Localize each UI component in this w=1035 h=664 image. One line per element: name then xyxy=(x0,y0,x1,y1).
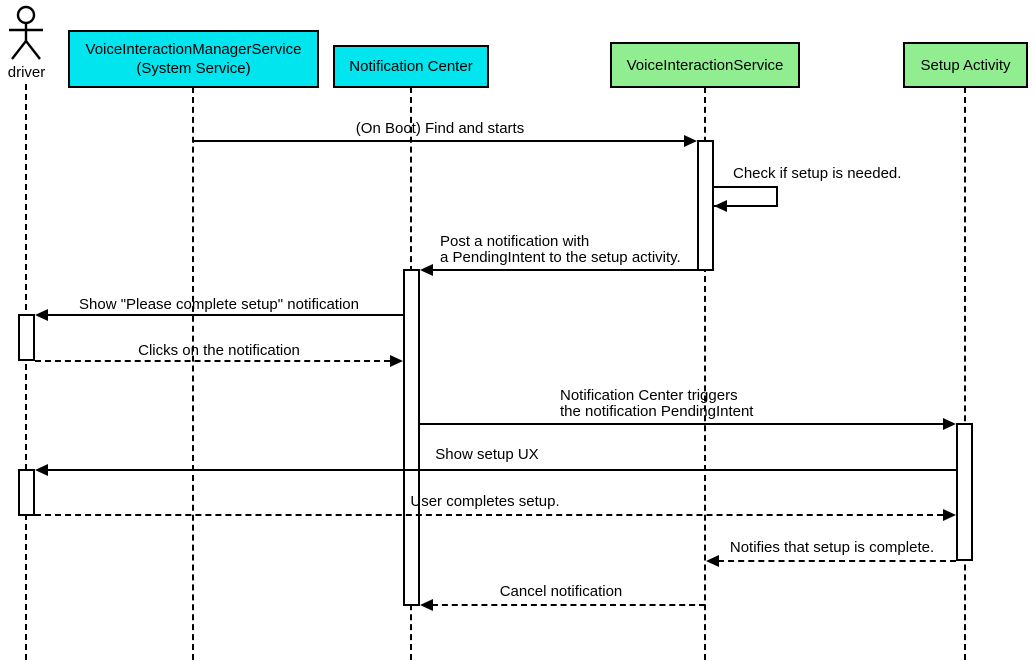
lifeline-voice-interaction-manager-service xyxy=(192,87,194,660)
message-3-line xyxy=(432,269,697,271)
message-4-arrowhead xyxy=(35,309,48,321)
message-2-arrowhead xyxy=(714,200,727,212)
activation-driver-2 xyxy=(18,469,35,516)
message-8-arrowhead xyxy=(943,509,956,521)
message-2-self-loop xyxy=(714,186,778,207)
message-6-line xyxy=(420,423,943,425)
message-2-label: Check if setup is needed. xyxy=(733,165,902,182)
message-9-line xyxy=(718,560,956,562)
message-1-line xyxy=(193,140,685,142)
actor-icon xyxy=(9,5,43,60)
actor-label-driver: driver xyxy=(7,64,46,81)
message-3-arrowhead xyxy=(420,264,433,276)
lifeline-setup-activity xyxy=(964,87,966,660)
message-7-line xyxy=(47,469,956,471)
lifeline-driver xyxy=(25,84,27,660)
message-5-arrowhead xyxy=(390,355,403,367)
message-7-arrowhead xyxy=(35,464,48,476)
participant-setup-activity: Setup Activity xyxy=(903,42,1028,88)
participant-notification-center: Notification Center xyxy=(333,45,489,88)
message-5-line xyxy=(35,360,390,362)
activation-setup-activity xyxy=(956,423,973,561)
message-10-arrowhead xyxy=(420,599,433,611)
activation-driver-1 xyxy=(18,314,35,361)
message-6-arrowhead xyxy=(943,418,956,430)
message-3-label: Post a notification with a PendingIntent… xyxy=(440,233,681,266)
message-5-label: Clicks on the notification xyxy=(138,342,300,359)
message-4-line xyxy=(47,314,403,316)
message-10-line xyxy=(432,604,705,606)
lifeline-voice-interaction-service xyxy=(704,87,706,660)
participant-voice-interaction-service: VoiceInteractionService xyxy=(610,42,800,88)
activation-notification-center xyxy=(403,269,420,606)
message-4-label: Show "Please complete setup" notificatio… xyxy=(79,296,359,313)
message-6-label: Notification Center triggers the notific… xyxy=(560,387,754,420)
message-8-line xyxy=(35,514,943,516)
activation-voice-interaction-service xyxy=(697,140,714,271)
message-7-label: Show setup UX xyxy=(435,446,539,463)
message-1-arrowhead xyxy=(684,135,697,147)
message-1-label: (On Boot) Find and starts xyxy=(355,120,525,137)
participant-voice-interaction-manager-service: VoiceInteractionManagerService (System S… xyxy=(68,30,319,88)
message-8-label: User completes setup. xyxy=(410,493,560,510)
message-9-arrowhead xyxy=(706,555,719,567)
message-10-label: Cancel notification xyxy=(499,583,623,600)
message-9-label: Notifies that setup is complete. xyxy=(729,539,935,556)
